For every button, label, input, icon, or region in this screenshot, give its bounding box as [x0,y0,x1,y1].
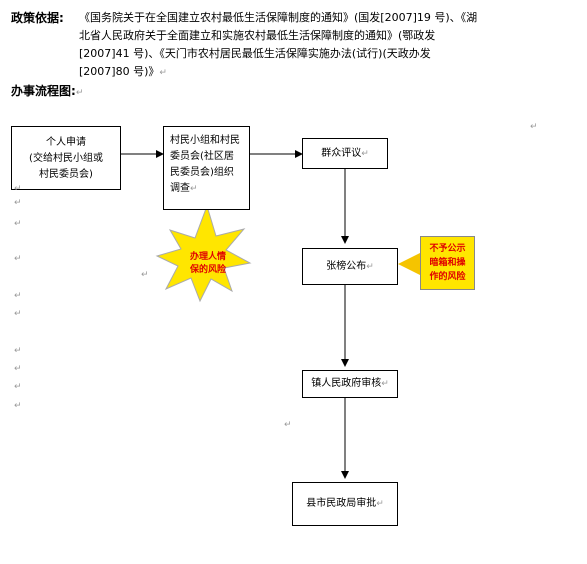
policy-line-2: 北省人民政府关于全面建立和实施农村最低生活保障制度的通知》(鄂政发 [79,29,436,42]
process-label: 办事流程图:↵ [11,84,84,98]
paragraph-mark: ↵ [14,219,22,229]
policy-line-4: [2007]80 号)》↵ [79,65,167,78]
paragraph-mark: ↵ [14,254,22,264]
paragraph-mark: ↵ [141,270,149,280]
paragraph-mark: ↵ [14,198,22,208]
investigate-box: 村民小组和村民 委员会(社区居 民委员会)组织 调查↵ [163,126,250,210]
apply-box: 个人申请 (交给村民小组或 村民委员会) [11,126,121,190]
policy-basis-label: 政策依据: [11,11,64,25]
paragraph-mark: ↵ [14,184,22,194]
paragraph-mark: ↵ [14,364,22,374]
paragraph-mark: ↵ [14,401,22,411]
risk-personal-favor-label: 办理人情 保的风险 [189,252,226,275]
paragraph-mark: ↵ [284,420,292,430]
paragraph-mark: ↵ [530,122,538,132]
policy-line-1: 《国务院关于在全国建立农村最低生活保障制度的通知》(国发[2007]19 号)、… [79,11,478,24]
paragraph-mark: ↵ [14,382,22,392]
policy-line-3: [2007]41 号)、《天门市农村居民最低生活保障实施办法(试行)(天政办发 [79,47,431,60]
publish-box: 张榜公布↵ [302,248,398,285]
risk-no-publicity-box: 不予公示 暗箱和操 作的风险 [420,236,475,290]
paragraph-mark: ↵ [14,346,22,356]
paragraph-mark: ↵ [14,291,22,301]
risk-burst-shape [155,204,252,303]
policy-basis-text: 《国务院关于在全国建立农村最低生活保障制度的通知》(国发[2007]19 号)、… [79,9,579,82]
township-review-box: 镇人民政府审核↵ [302,370,398,398]
county-approve-box: 县市民政局审批↵ [292,482,398,526]
paragraph-mark: ↵ [14,309,22,319]
public-review-box: 群众评议↵ [302,138,388,169]
